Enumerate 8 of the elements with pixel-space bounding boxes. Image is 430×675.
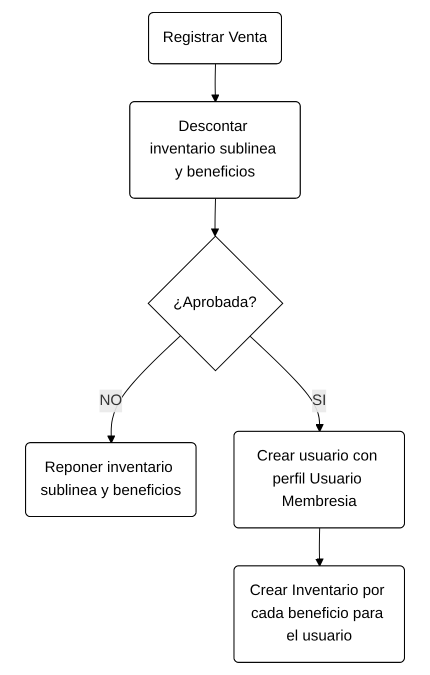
arrow — [249, 335, 324, 432]
edge-label: SI — [312, 392, 326, 409]
edge-label: NO — [99, 392, 122, 409]
node-diamond: ¿Aprobada? — [148, 235, 284, 372]
arrow — [107, 335, 181, 444]
arrow — [315, 528, 324, 567]
arrow — [211, 64, 220, 102]
arrow — [210, 198, 220, 236]
